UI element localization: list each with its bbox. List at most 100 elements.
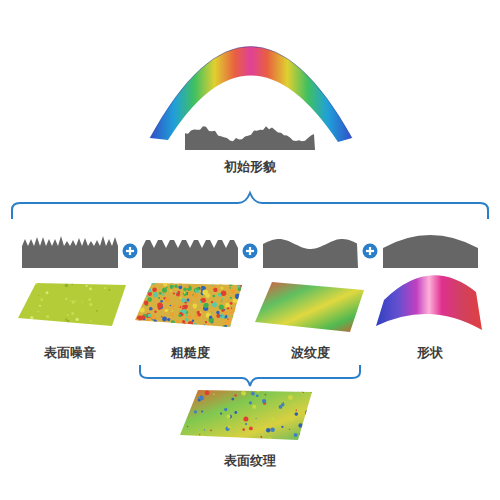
surface-speck <box>239 297 243 301</box>
surface-speck <box>235 295 239 299</box>
surface-speck <box>71 312 74 315</box>
surface-speck <box>239 322 241 324</box>
bracket <box>140 365 360 386</box>
surface-speck <box>150 320 153 323</box>
surface-speck <box>213 394 214 395</box>
surface-speck <box>46 315 49 318</box>
surface-speck <box>234 411 237 414</box>
surface-speck <box>151 315 156 320</box>
surface-speck <box>279 405 283 409</box>
surface-speck <box>201 411 203 413</box>
surface-speck <box>185 318 189 322</box>
surface-speck <box>163 325 166 328</box>
surface-speck <box>228 426 231 429</box>
surface-speck <box>191 325 193 327</box>
surface-speck <box>136 292 138 294</box>
surface-speck <box>144 301 149 306</box>
surface-speck <box>239 326 241 328</box>
surface-speck <box>67 314 69 316</box>
surface-speck <box>136 296 140 300</box>
surface-speck <box>187 426 189 428</box>
surface-speck <box>234 281 237 284</box>
surface-speck <box>159 292 162 295</box>
surface-speck <box>242 428 245 431</box>
surface-speck <box>198 397 200 399</box>
surface-speck <box>297 389 299 391</box>
surface-speck <box>154 311 156 313</box>
surface-speck <box>230 288 235 293</box>
surface-speck <box>204 429 205 430</box>
surface-speck <box>153 320 157 324</box>
surface-speck <box>211 301 213 303</box>
surface-speck <box>133 325 137 329</box>
surface-speck <box>283 401 285 403</box>
surface-speck <box>176 293 180 297</box>
surface-speck <box>134 296 138 300</box>
surface-speck <box>234 394 236 396</box>
surface-speck <box>203 303 208 308</box>
surface-speck <box>283 402 285 404</box>
surface-speck <box>146 319 151 324</box>
surface-speck <box>211 312 212 313</box>
surface-speck <box>249 401 252 404</box>
surface-speck <box>230 302 233 305</box>
surface-speck <box>194 410 197 413</box>
surface-speck <box>212 285 213 286</box>
surface-speck <box>229 287 231 289</box>
surface-speck <box>201 298 206 303</box>
surface-speck <box>171 282 173 284</box>
surface-speck <box>46 291 49 294</box>
surface-speck <box>139 292 142 295</box>
surface-speck <box>201 288 202 289</box>
surface-speck <box>78 282 80 284</box>
surface-speck <box>218 280 223 285</box>
surface-speck <box>206 281 208 283</box>
surface-speck <box>162 293 164 295</box>
surface-speck <box>227 318 229 320</box>
surface-speck <box>50 322 53 325</box>
surface-speck <box>135 294 139 298</box>
roughness-surface <box>135 283 242 327</box>
surface-speck <box>72 300 75 303</box>
surface-speck <box>147 288 152 293</box>
surface-speck <box>119 319 122 322</box>
surface-speck <box>170 285 174 289</box>
surface-speck <box>231 307 233 309</box>
surface-speck <box>153 323 157 327</box>
surface-speck <box>222 325 227 330</box>
surface-speck <box>239 314 244 319</box>
surface-speck <box>147 280 151 284</box>
surface-speck <box>184 305 188 309</box>
surface-speck <box>238 309 241 312</box>
surface-speck <box>296 410 298 412</box>
caption-label: 波纹度 <box>291 344 330 362</box>
surface-speck <box>271 417 275 421</box>
surface-speck <box>170 290 172 292</box>
surface-speck <box>269 437 271 439</box>
surface-speck <box>184 292 186 294</box>
surface-speck <box>142 291 144 293</box>
surface-speck <box>256 418 257 419</box>
surface-speck <box>177 305 180 308</box>
surface-speck <box>19 288 22 291</box>
surface-speck <box>75 300 76 301</box>
surface-speck <box>294 433 298 437</box>
surface-speck <box>155 323 159 327</box>
surface-speck <box>223 312 227 316</box>
plus-sign <box>123 244 378 259</box>
surface-speck <box>311 399 314 402</box>
surface-speck <box>67 320 70 323</box>
surface-speck <box>265 394 267 396</box>
surface-speck <box>240 304 243 307</box>
surface-speck <box>219 305 224 310</box>
surface-speck <box>232 308 237 313</box>
surface-speck <box>186 299 189 302</box>
surface-speck <box>176 320 180 324</box>
surface-speck <box>142 289 144 291</box>
surface-speck <box>210 319 212 321</box>
surface-speck <box>158 324 161 327</box>
surface-speck <box>224 309 225 310</box>
surface-speck <box>136 319 139 322</box>
surface-speck <box>290 418 293 421</box>
surface-speck <box>24 297 26 299</box>
